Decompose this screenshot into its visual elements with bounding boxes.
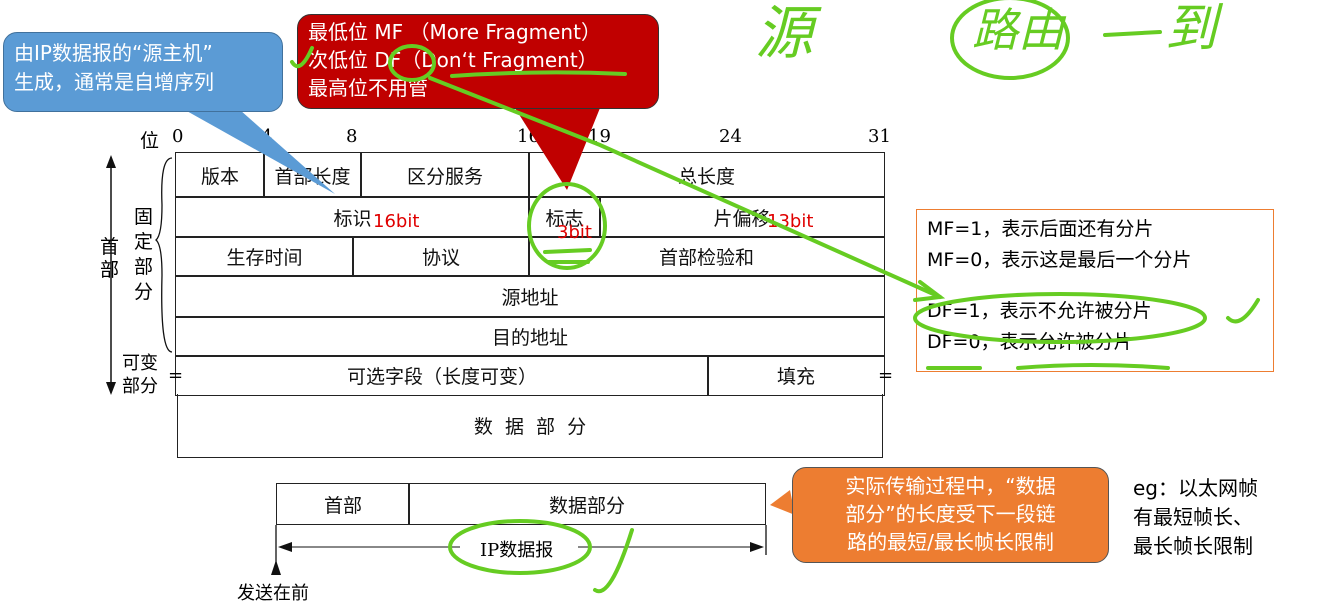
red-callout-line: 次低位 DF（Don‘t Fragment） [308, 48, 598, 72]
svg-text:=: = [168, 365, 183, 386]
datagram-label: IP数据报 [480, 540, 554, 561]
mf0-line: MF=0，表示这是最后一个分片 [927, 249, 1192, 271]
bit-31: 31 [868, 126, 891, 147]
handwriting-source: 源 [755, 0, 814, 67]
eg-note: eg：以太网帧 有最短帧长、 最长帧长限制 [1133, 474, 1258, 561]
svg-text:=: = [878, 365, 893, 386]
df1-line: DF=1，表示不允许被分片 [927, 300, 1152, 322]
bit-8: 8 [346, 126, 358, 147]
options-field: 可选字段（长度可变） [175, 355, 709, 396]
id-bits-note: 16bit [373, 211, 420, 232]
protocol-field: 协议 [352, 236, 530, 277]
checksum-field: 首部检验和 [528, 236, 885, 277]
header-label: 首部 [100, 236, 120, 281]
variable-part-label: 可变部分 [122, 353, 158, 397]
handwriting-router: 路由 [972, 3, 1064, 57]
orange-callout-line: 部分”的长度受下一段链 [845, 502, 1056, 526]
dscp-field: 区分服务 [360, 152, 530, 198]
handwriting-dest: 到 [1165, 0, 1218, 59]
flag-bits-note: 3bit [557, 222, 592, 243]
datagram-data: 数据部分 [408, 483, 766, 525]
bit-label: 位 [140, 130, 160, 152]
eg-note-line: 有最短帧长、 [1133, 505, 1253, 529]
red-callout-line: 最低位 MF （More Fragment） [308, 20, 601, 44]
orange-callout: 实际传输过程中，“数据 部分”的长度受下一段链 路的最短/最长帧长限制 [792, 467, 1109, 563]
version-field: 版本 [175, 152, 265, 198]
blue-callout: 由IP数据报的“源主机” 生成，通常是自增序列 [3, 32, 283, 112]
blue-callout-line: 由IP数据报的“源主机” [14, 41, 213, 65]
data-part: 数 据 部 分 [177, 394, 883, 458]
source-address-field: 源地址 [175, 275, 885, 318]
send-first-label: 发送在前 [237, 583, 309, 604]
destination-address-field: 目的地址 [175, 316, 885, 357]
bit-0: 0 [172, 126, 184, 147]
eg-note-line: 最长帧长限制 [1133, 534, 1253, 558]
ttl-field: 生存时间 [175, 236, 354, 277]
datagram-header: 首部 [276, 483, 410, 525]
bit-24: 24 [719, 126, 742, 147]
orange-callout-line: 实际传输过程中，“数据 [845, 474, 1056, 498]
total-length-field: 总长度 [528, 152, 885, 198]
orange-callout-line: 路的最短/最长帧长限制 [847, 530, 1054, 554]
mf1-line: MF=1，表示后面还有分片 [927, 218, 1154, 240]
eg-note-line: eg：以太网帧 [1133, 476, 1258, 500]
padding-field: 填充 [707, 355, 885, 396]
blue-callout-line: 生成，通常是自增序列 [14, 70, 214, 94]
fixed-part-label: 固定部分 [134, 206, 154, 303]
red-callout: 最低位 MF （More Fragment） 次低位 DF（Don‘t Frag… [297, 14, 659, 109]
